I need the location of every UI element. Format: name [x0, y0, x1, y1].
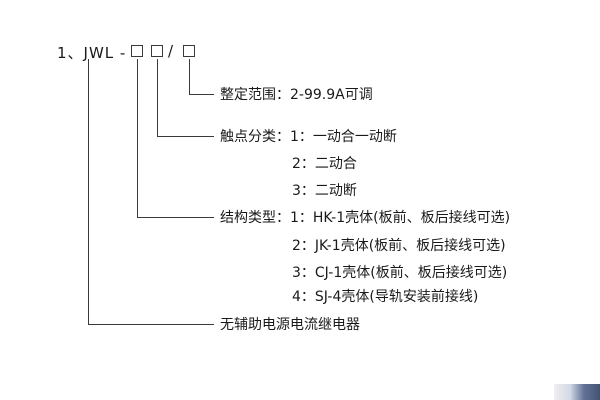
connector-structure-type [137, 59, 214, 218]
contact-option-3: 3：二动断 [292, 183, 357, 199]
model-slash: / [168, 42, 174, 60]
model-digit-box-contact [151, 45, 163, 57]
connector-contact-classification [157, 59, 214, 137]
connector-relay-name [88, 59, 214, 325]
model-digit-box-range [183, 45, 195, 57]
corner-thumbnail [554, 384, 600, 400]
relay-name-label: 无辅助电源电流继电器 [220, 317, 360, 333]
contact-classification-label: 触点分类：1：一动合一动断 [220, 129, 397, 145]
model-digit-box-structure [131, 45, 143, 57]
structure-type-label: 结构类型：1：HK-1壳体(板前、板后接线可选) [220, 210, 511, 226]
contact-option-2: 2：二动合 [292, 156, 357, 172]
structure-option-4: 4：SJ-4壳体(导轨安装前接线) [292, 289, 479, 305]
structure-option-2: 2：JK-1壳体(板前、板后接线可选) [292, 238, 506, 254]
model-prefix: 1、JWL - [57, 44, 127, 62]
setting-range-label: 整定范围：2-99.9A可调 [220, 87, 373, 103]
connector-setting-range [189, 59, 214, 95]
structure-option-3: 3：CJ-1壳体(板前、板后接线可选) [292, 265, 508, 281]
